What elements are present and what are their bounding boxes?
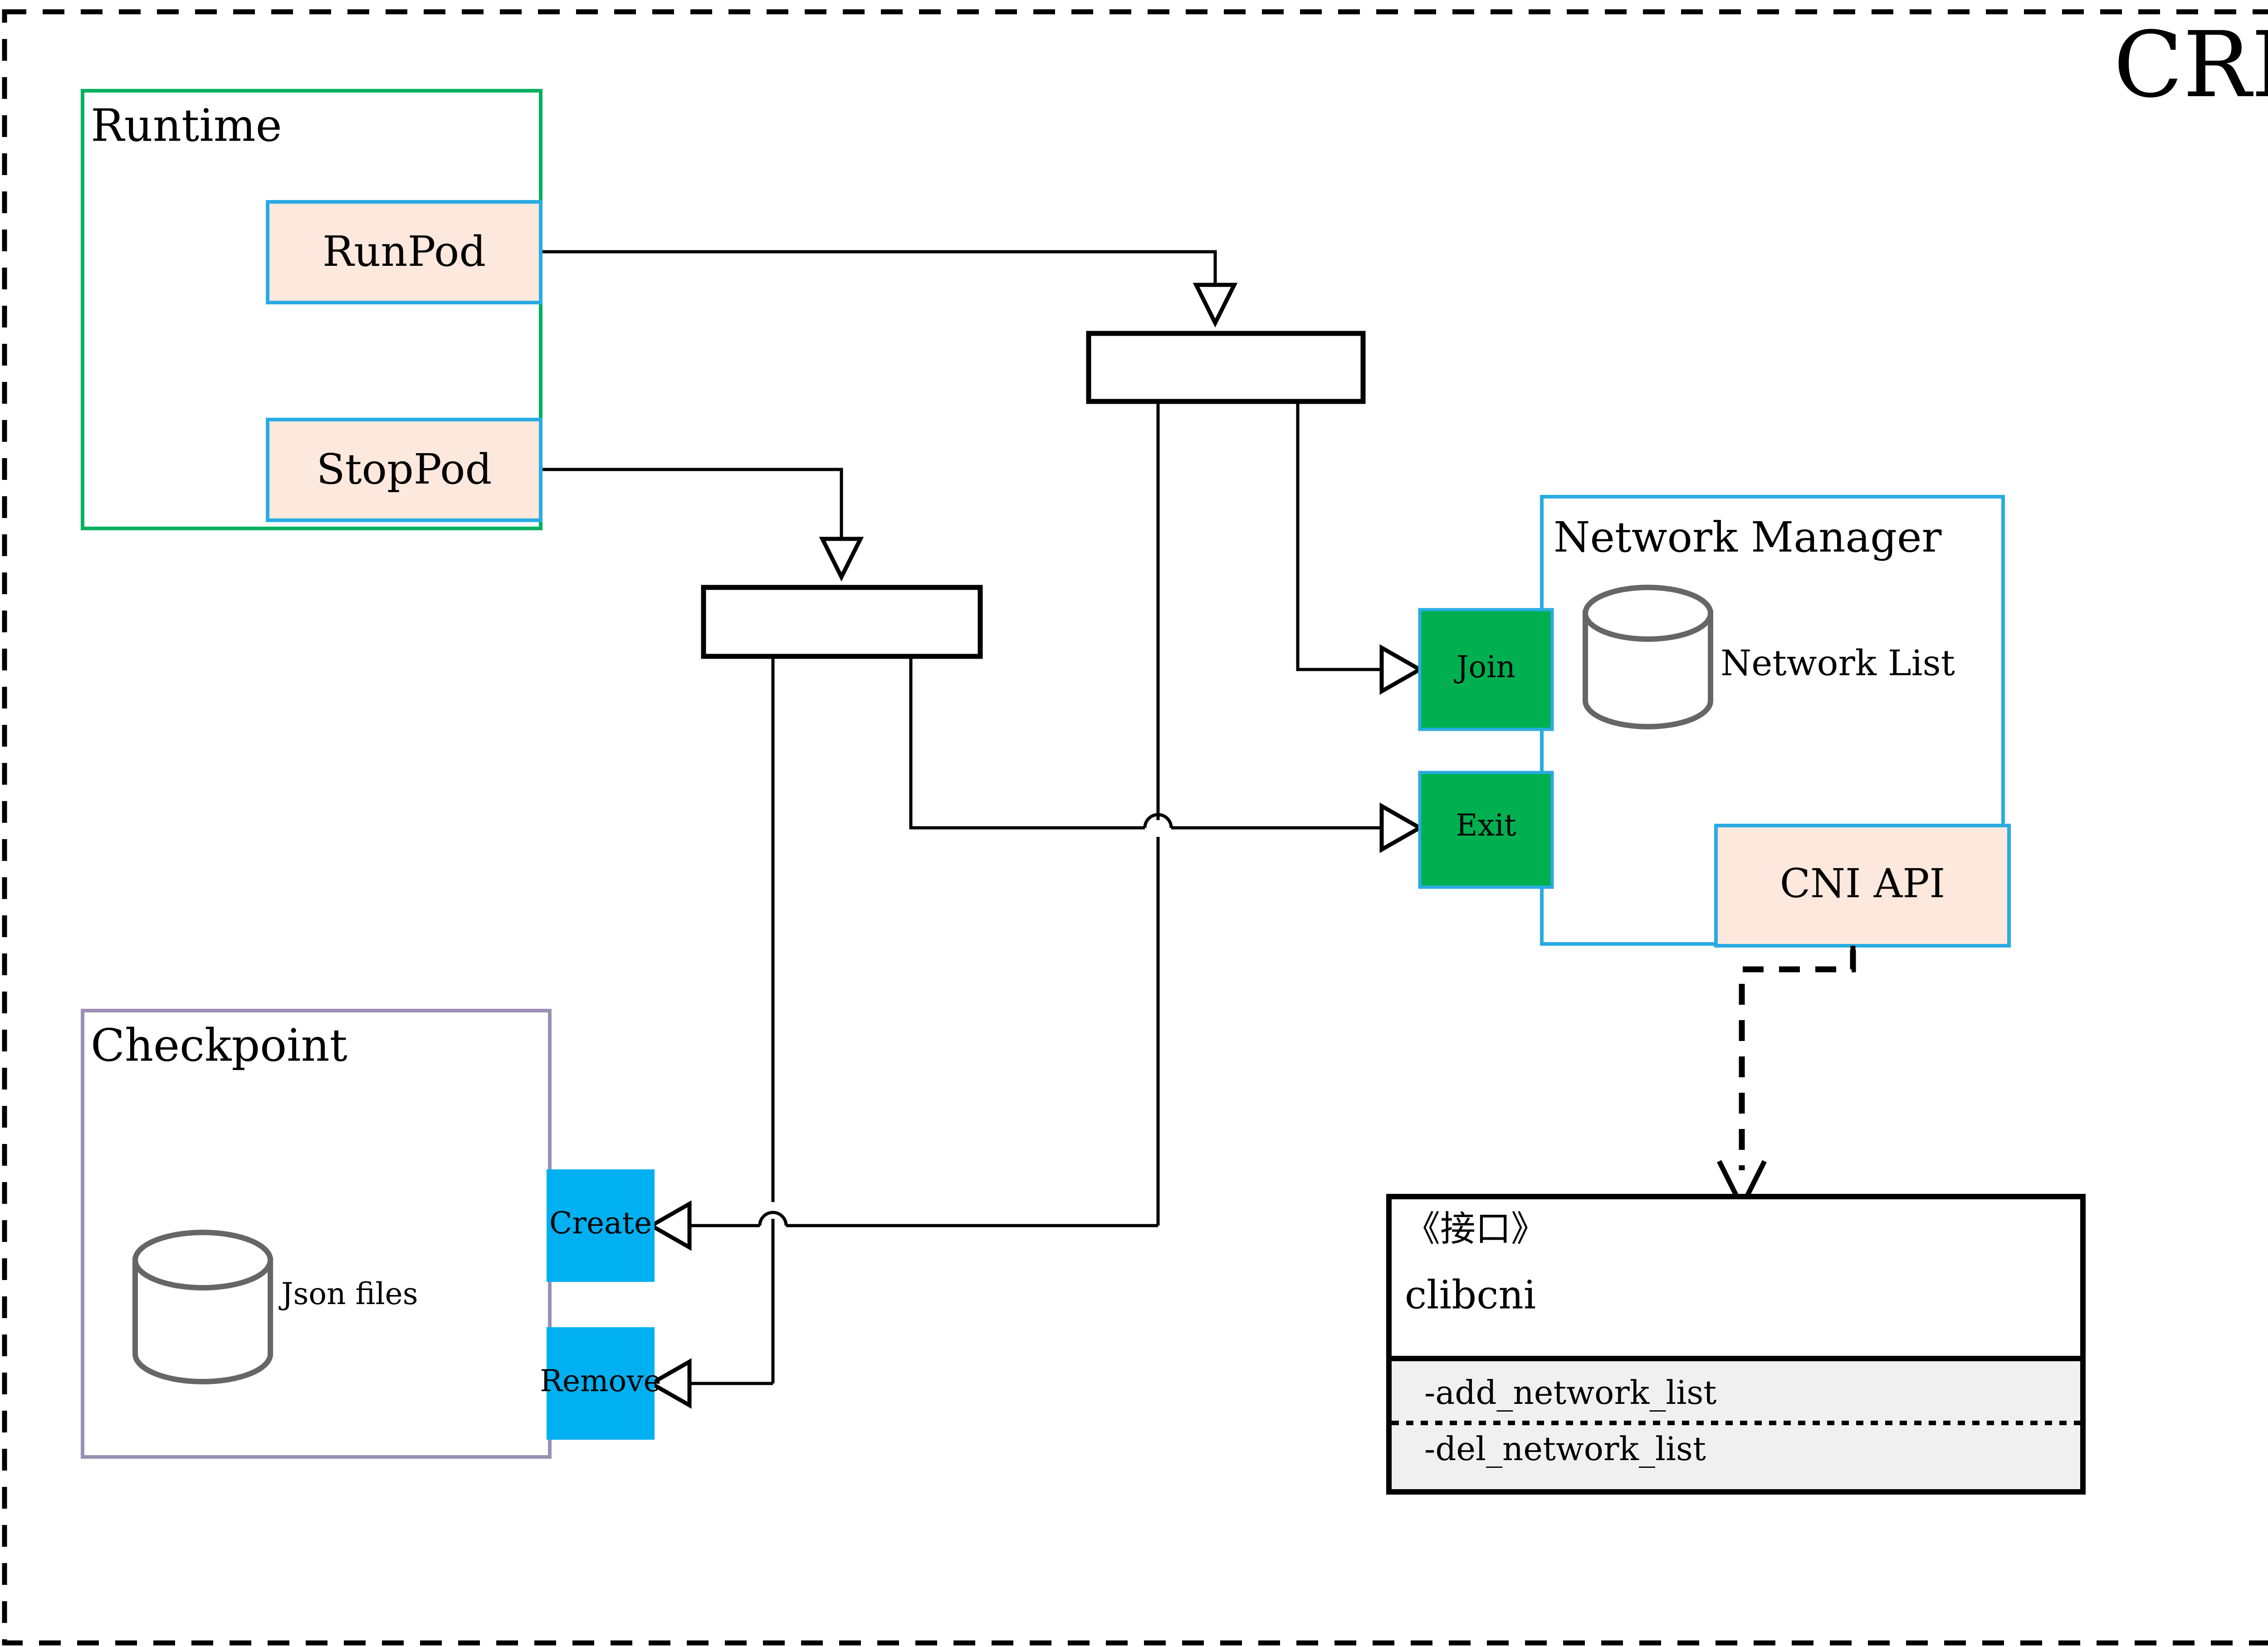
runtime-label: Runtime — [91, 100, 282, 152]
join-label: Join — [1454, 650, 1515, 684]
join-box[interactable] — [1418, 608, 1554, 731]
arrowhead-join — [1379, 644, 1424, 695]
checkpoint-container — [81, 1009, 552, 1459]
page-title: CRI — [2113, 12, 2268, 118]
edge-fork1-right-leg-to-join — [1296, 400, 1382, 671]
create-label: Create — [549, 1206, 652, 1241]
arrowhead-create — [647, 1200, 692, 1251]
create-box[interactable] — [547, 1169, 655, 1282]
edge-hop-exit-crossing — [1143, 813, 1173, 828]
clibcni-method: -del_network_list — [1424, 1430, 1706, 1468]
clibcni-method: -add_network_list — [1424, 1373, 1716, 1412]
arrowhead-fork1-top — [1193, 283, 1238, 328]
checkpoint-label: Checkpoint — [91, 1020, 347, 1072]
edge-hop-create-crossing — [758, 1211, 788, 1226]
runpod-label: RunPod — [323, 227, 486, 276]
stoppod-box[interactable] — [266, 418, 543, 522]
runpod-box[interactable] — [266, 200, 543, 304]
remove-label: Remove — [540, 1364, 661, 1398]
cylinder-icon-networklist — [1583, 585, 1713, 729]
clibcni-name: clibcni — [1405, 1273, 1536, 1318]
outer-dashed-frame — [2, 9, 2268, 1646]
network-manager-label: Network Manager — [1554, 513, 1942, 562]
network-list-label: Network List — [1721, 643, 1955, 684]
exit-box[interactable] — [1418, 771, 1554, 889]
stoppod-label: StopPod — [317, 445, 492, 494]
edge-cniapi-to-clibcni — [1739, 950, 1856, 1170]
cylinder-icon-json — [132, 1230, 273, 1384]
fork-bar-runpod — [1086, 331, 1366, 404]
fork-bar-stoppod — [701, 585, 983, 659]
arrowhead-exit — [1379, 802, 1424, 853]
remove-box[interactable] — [547, 1327, 655, 1440]
cni-api-box[interactable] — [1714, 824, 2011, 948]
arrowhead-remove — [647, 1358, 692, 1409]
clibcni-methods-compartment — [1392, 1359, 2080, 1489]
json-files-label: Json files — [279, 1276, 418, 1311]
edge-runpod-to-fork1 — [540, 250, 1217, 283]
exit-label: Exit — [1456, 808, 1516, 843]
clibcni-stereotype: 《接口》 — [1405, 1209, 1546, 1250]
edge-fork2-right-leg — [909, 655, 1145, 830]
edge-stoppod-to-fork2 — [540, 468, 843, 538]
arrowhead-fork2-top — [819, 537, 864, 582]
cni-api-label: CNI API — [1780, 860, 1945, 907]
